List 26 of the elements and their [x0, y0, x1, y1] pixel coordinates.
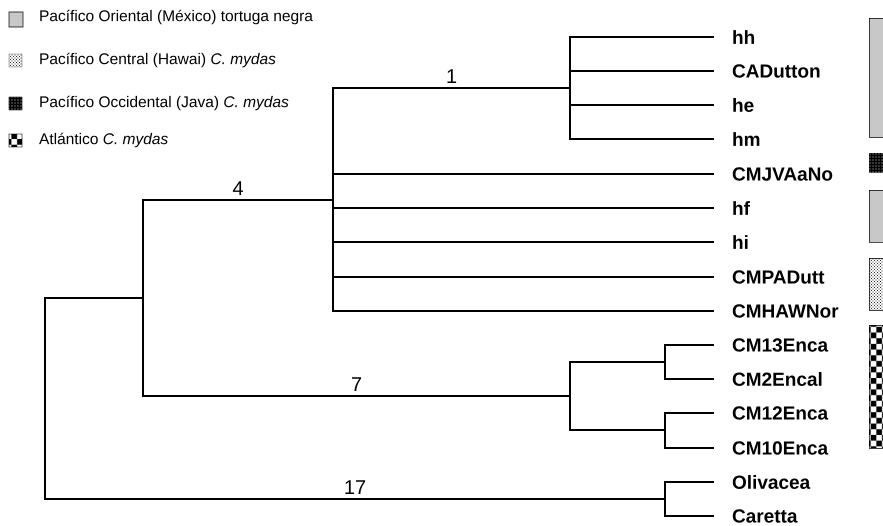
leaf-label: CM2Encal: [732, 372, 822, 386]
leaf-label: hh: [733, 30, 754, 44]
leaf-label: he: [733, 98, 754, 112]
group-bar: [869, 190, 883, 243]
leaf-label: CM13Enca: [732, 338, 828, 352]
leaf-label: Caretta: [732, 509, 798, 523]
leaf-label: CM12Enca: [732, 406, 828, 420]
group-bar: [869, 18, 883, 138]
leaf-label: hi: [733, 235, 748, 249]
branch-length-label: 7: [352, 377, 362, 391]
branch-length-label: 4: [232, 181, 243, 195]
branch-length-label: 17: [345, 480, 366, 494]
branch-length-label: 1: [447, 69, 456, 83]
legend-label: Atlántico C. mydas: [39, 132, 168, 148]
leaf-label: CADutton: [732, 64, 820, 78]
leaf-label: CMPADutt: [732, 270, 824, 284]
legend-label: Pacífico Central (Hawai) C. mydas: [40, 52, 276, 68]
leaf-label: Olivacea: [732, 475, 810, 489]
group-bar: [869, 324, 883, 449]
legend-label: Pacífico Oriental (México) tortuga negra: [40, 10, 313, 24]
leaf-label: hf: [733, 201, 750, 215]
leaf-label: CMJVAaNo: [732, 167, 832, 181]
leaf-label: CM10Enca: [732, 441, 828, 455]
leaf-label: CMHAWNor: [732, 304, 838, 318]
leaf-label: hm: [733, 132, 760, 146]
legend-label: Pacífico Occidental (Java) C. mydas: [40, 96, 288, 110]
